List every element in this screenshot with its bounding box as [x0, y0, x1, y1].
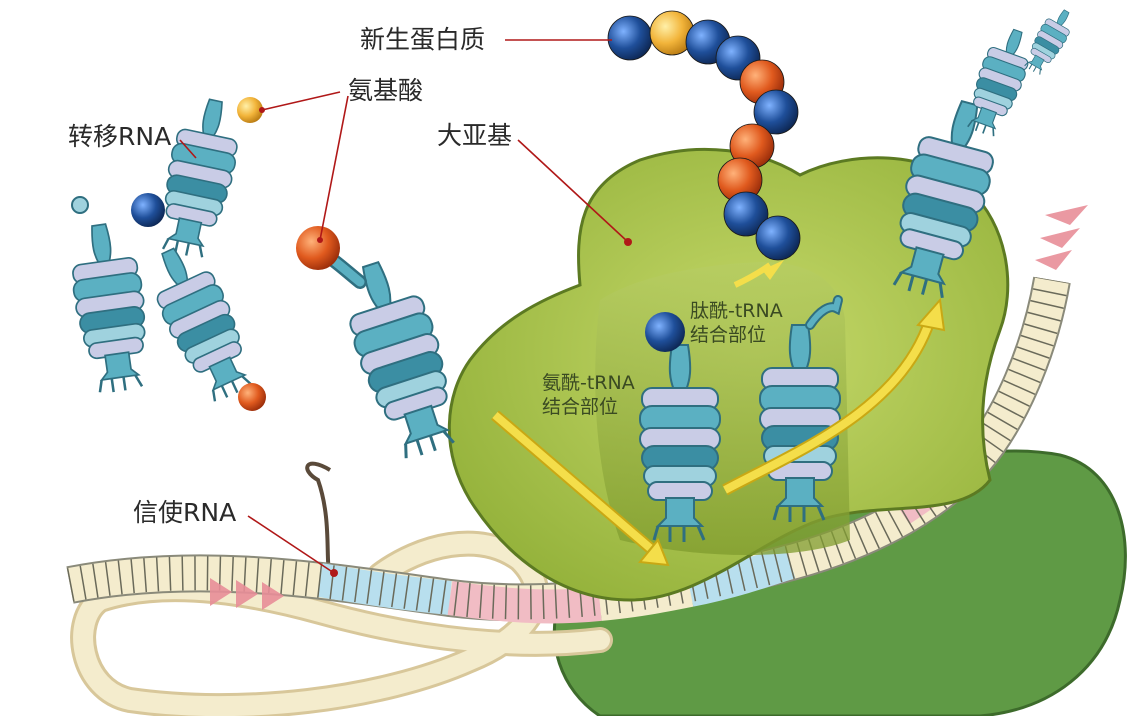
label-transfer-rna: 转移RNA: [68, 122, 172, 151]
nascent-protein-chain: [607, 10, 801, 261]
protein-bead-blue: [755, 215, 801, 261]
label-aminoacyl-site-line1: 氨酰-tRNA: [542, 372, 635, 394]
label-large-subunit: 大亚基: [437, 121, 513, 150]
label-aminoacyl-site-line2: 结合部位: [542, 395, 619, 418]
label-aminoacyl-site: 氨酰-tRNA 结合部位: [542, 372, 635, 420]
protein-bead-blue: [607, 15, 653, 61]
protein-bead-blue: [753, 89, 799, 135]
protein-bead-blue: [723, 191, 769, 237]
label-amino-acid: 氨基酸: [348, 76, 424, 105]
amino-acid-blue: [645, 312, 685, 352]
trna-free-1: [150, 92, 249, 263]
label-nascent-protein: 新生蛋白质: [360, 25, 486, 54]
amino-acid-orange-small: [238, 383, 266, 411]
amino-acid-yellow: [237, 97, 263, 123]
pointer-lines: [179, 39, 629, 574]
trna-far-right-small: [1019, 3, 1080, 79]
label-peptidyl-site-line2: 结合部位: [690, 323, 767, 346]
label-peptidyl-site-line1: 肽酰-tRNA: [690, 300, 783, 322]
label-peptidyl-site: 肽酰-tRNA 结合部位: [690, 300, 783, 348]
flow-arrows: [491, 260, 946, 567]
trna-free-3: [137, 236, 265, 409]
messenger-rna: [66, 276, 1071, 716]
amino-acid-orange: [296, 226, 340, 270]
mrna-direction-arrows: [210, 205, 1088, 610]
trna-free-2: [63, 219, 158, 397]
label-messenger-rna: 信使RNA: [133, 498, 237, 527]
amino-acid-blue-small: [131, 193, 165, 227]
